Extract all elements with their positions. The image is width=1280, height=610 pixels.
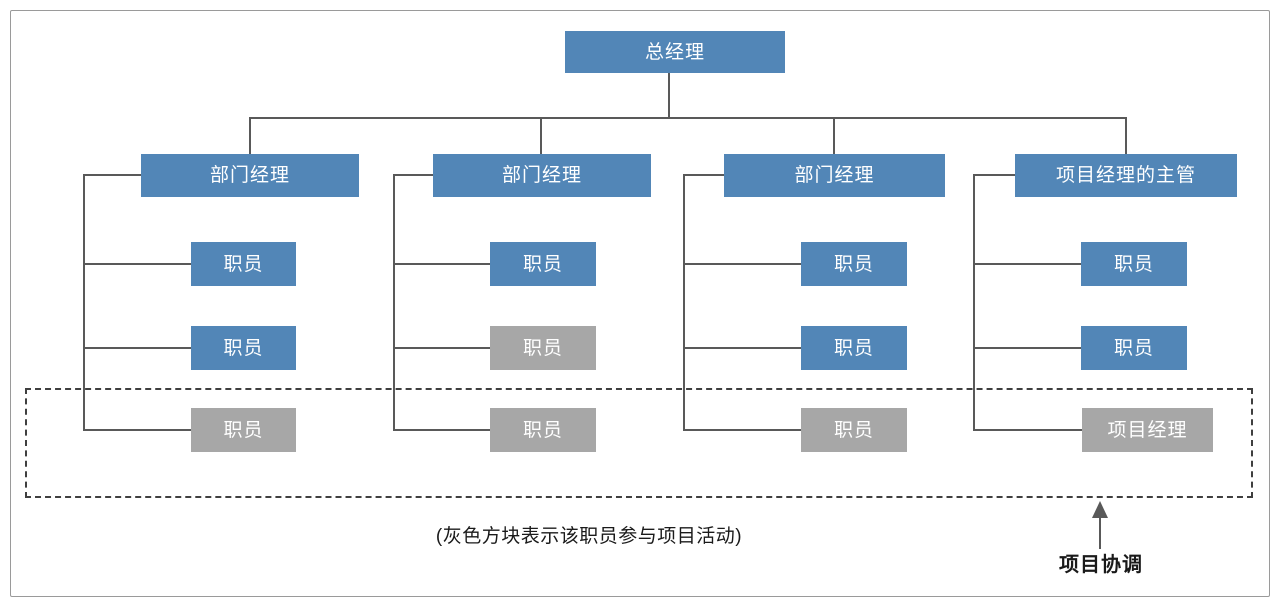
connector-line [83, 174, 141, 176]
connector-line [83, 263, 191, 265]
node-staff: 职员 [1081, 242, 1187, 286]
connector-line [683, 174, 685, 431]
connector-line [973, 174, 975, 431]
connector-line [83, 429, 191, 431]
node-staff: 职员 [1081, 326, 1187, 370]
node-staff: 职员 [801, 242, 907, 286]
node-staff: 职员 [191, 326, 296, 370]
connector-line [393, 174, 395, 431]
connector-line [973, 174, 1015, 176]
node-department-manager-3: 部门经理 [724, 154, 945, 197]
node-staff: 职员 [490, 408, 596, 452]
connector-line [833, 117, 835, 155]
connector-line [683, 429, 801, 431]
node-staff: 职员 [801, 326, 907, 370]
node-staff: 职员 [490, 326, 596, 370]
connector-line [393, 429, 490, 431]
connector-line [973, 347, 1081, 349]
project-boundary-dashed-box [25, 388, 1253, 498]
node-staff: 职员 [801, 408, 907, 452]
node-staff: 职员 [191, 242, 296, 286]
diagram-frame [10, 10, 1270, 597]
connector-line [83, 347, 191, 349]
node-general-manager: 总经理 [565, 31, 785, 73]
connector-line [1125, 117, 1127, 155]
connector-line [683, 263, 801, 265]
node-project-manager: 项目经理 [1082, 408, 1213, 452]
connector-line [393, 263, 490, 265]
connector-line [83, 174, 85, 431]
connector-line [393, 347, 490, 349]
legend-caption: (灰色方块表示该职员参与项目活动) [435, 526, 743, 547]
node-staff: 职员 [191, 408, 296, 452]
connector-line [973, 263, 1081, 265]
arrow-up-icon [1092, 501, 1108, 518]
project-coordination-label: 项目协调 [1059, 554, 1143, 576]
connector-line [683, 174, 724, 176]
connector-line [393, 174, 433, 176]
connector-line [668, 73, 670, 118]
node-staff: 职员 [490, 242, 596, 286]
node-department-manager-1: 部门经理 [141, 154, 359, 197]
connector-line [249, 117, 1127, 119]
node-department-manager-2: 部门经理 [433, 154, 651, 197]
project-coordination-arrow [1099, 516, 1101, 549]
connector-line [973, 429, 1082, 431]
connector-line [683, 347, 801, 349]
connector-line [540, 117, 542, 155]
node-pm-supervisor: 项目经理的主管 [1015, 154, 1237, 197]
connector-line [249, 117, 251, 155]
